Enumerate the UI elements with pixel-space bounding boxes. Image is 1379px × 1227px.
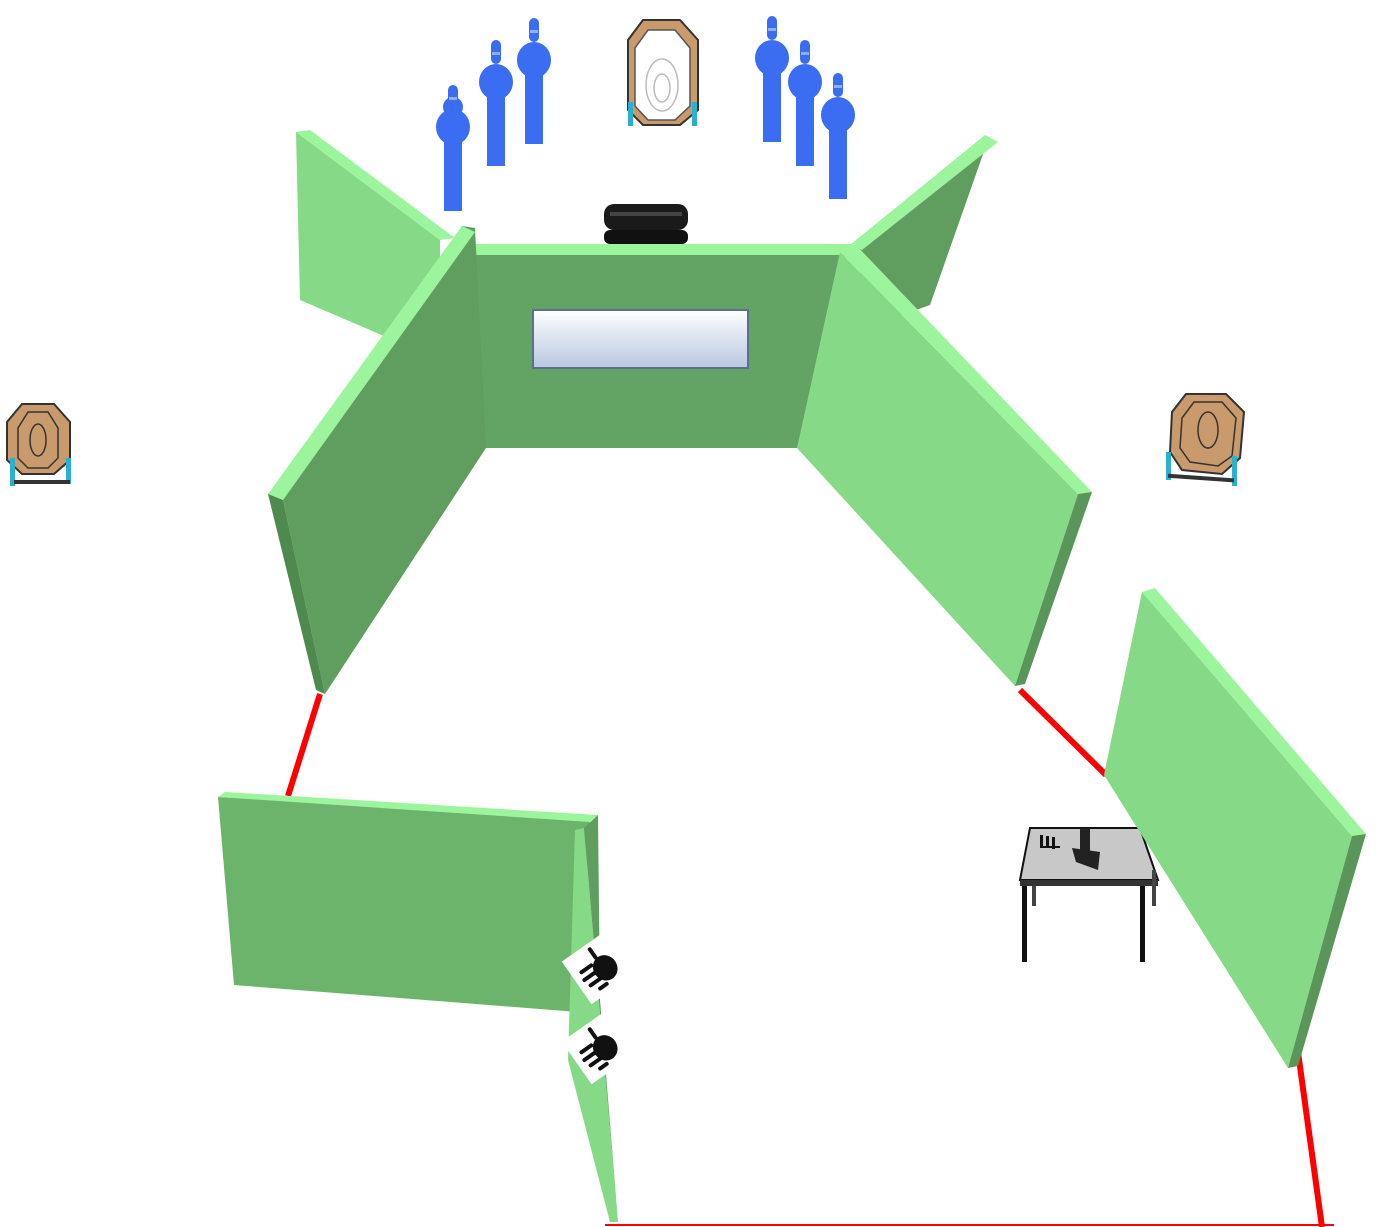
right-fault-line [1017,687,1109,778]
tire-stack [604,204,688,244]
popper-target [755,16,789,142]
right-side-wall [1104,588,1366,1068]
popper-target [821,73,855,199]
popper-target [479,40,513,166]
vertical-barrier [568,815,618,1222]
left-front-wall [268,226,486,694]
window-opening [532,309,749,369]
popper-target [788,40,822,166]
fault-lines [285,687,1334,1227]
magazines [1040,835,1060,849]
popper-target [517,18,551,144]
lower-left-wall [218,792,598,1012]
hand-marker-bottom [561,1011,635,1085]
left-paper-target [6,403,71,486]
right-back-wing [850,135,998,330]
center-no-shoot-target [627,19,699,126]
hand-marker-top [561,931,635,1005]
right-front-wall [797,244,1092,686]
start-table [1018,827,1160,962]
pistol [1072,828,1100,870]
right-paper-target [1166,393,1246,486]
poppers-left-group [436,18,551,211]
left-fault-line [285,693,323,797]
left-back-wing [296,130,455,360]
far-right-fault-line [1295,1051,1325,1227]
poppers-right-group [755,16,855,199]
popper-target [436,85,470,211]
